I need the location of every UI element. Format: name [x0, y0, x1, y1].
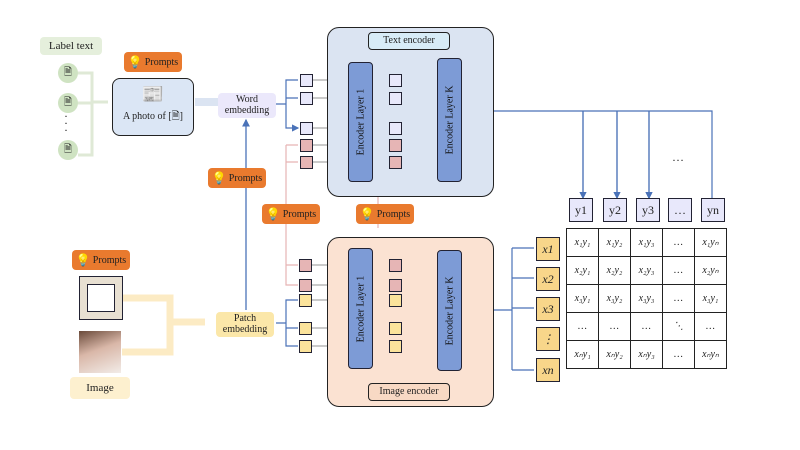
- patch-token: [389, 294, 402, 307]
- ellipsis: …: [672, 150, 684, 164]
- image-encoder-title: Image encoder: [368, 383, 450, 401]
- prompts-label: Prompts: [144, 56, 179, 68]
- prompts-badge-layer1: 💡Prompts: [262, 204, 320, 224]
- matrix-cell: …: [662, 340, 695, 369]
- matrix-cell: …: [598, 312, 631, 341]
- document-icon: 🗎: [58, 63, 78, 83]
- matrix-cell: …: [662, 256, 695, 285]
- patch-embedding-box: Patch embedding: [216, 312, 274, 337]
- prompt-token: [389, 259, 402, 272]
- y-embedding: …: [668, 198, 692, 222]
- document-icon: 🗎: [58, 93, 78, 113]
- word-embedding-box: Word embedding: [218, 93, 276, 118]
- matrix-row: ………⋱…: [566, 312, 727, 341]
- prompt-token: [389, 279, 402, 292]
- x-embedding: x3: [536, 297, 560, 321]
- lightbulb-icon: 💡: [359, 206, 375, 221]
- prompt-token: [299, 259, 312, 272]
- visual-prompt-frame: [79, 276, 123, 320]
- document-icon: 🗎: [58, 140, 78, 160]
- prompt-token: [389, 156, 402, 169]
- y-embedding: y1: [569, 198, 593, 222]
- matrix-cell: x₂y₂: [598, 256, 631, 285]
- x-embedding: x2: [536, 267, 560, 291]
- matrix-cell: x₁y₂: [598, 228, 631, 257]
- lightbulb-icon: 💡: [127, 54, 143, 69]
- text-encoder-layer-1: Encoder Layer 1: [348, 62, 373, 182]
- x-embedding: xn: [536, 358, 560, 382]
- matrix-cell: ⋱: [662, 312, 695, 341]
- text-encoder-layer-k: Encoder Layer K: [437, 58, 462, 182]
- document-icon: 🗎: [171, 111, 180, 122]
- matrix-cell: xₙy₃: [630, 340, 663, 369]
- prompts-badge-text: 💡Prompts: [124, 52, 182, 72]
- matrix-cell: xₙy₂: [598, 340, 631, 369]
- matrix-cell: xₙyₙ: [694, 340, 727, 369]
- text-encoder-title: Text encoder: [368, 32, 450, 50]
- prompt-token: [300, 156, 313, 169]
- patch-token: [389, 322, 402, 335]
- matrix-cell: x₂y₃: [630, 256, 663, 285]
- prompts-badge-layerk: 💡Prompts: [356, 204, 414, 224]
- image-label-box: Image: [70, 377, 130, 399]
- matrix-cell: x₃y₁: [566, 284, 599, 313]
- image-encoder-layer-1: Encoder Layer 1: [348, 248, 373, 369]
- matrix-cell: x₃y₁: [694, 284, 727, 313]
- text-token: [300, 122, 313, 135]
- matrix-cell: …: [630, 312, 663, 341]
- patch-token: [299, 294, 312, 307]
- lightbulb-icon: 💡: [75, 252, 91, 267]
- text-token: [389, 122, 402, 135]
- template-text: A photo of [: [123, 111, 172, 122]
- matrix-cell: …: [662, 228, 695, 257]
- prompt-token: [300, 139, 313, 152]
- label-text-box: Label text: [40, 37, 102, 55]
- text-token: [389, 74, 402, 87]
- y-embedding: yn: [701, 198, 725, 222]
- template-suffix: ]: [179, 111, 183, 122]
- x-embedding: x1: [536, 237, 560, 261]
- y-embedding: y3: [636, 198, 660, 222]
- matrix-cell: x₁yₙ: [694, 228, 727, 257]
- prompts-badge-word: 💡Prompts: [208, 168, 266, 188]
- prompts-badge-image: 💡Prompts: [72, 250, 130, 270]
- text-token: [300, 74, 313, 87]
- input-photo: [79, 331, 121, 373]
- matrix-cell: x₂y₁: [566, 256, 599, 285]
- lightbulb-icon: 💡: [265, 206, 281, 221]
- matrix-cell: xₙy₁: [566, 340, 599, 369]
- patch-token: [299, 340, 312, 353]
- x-embedding: ⋮: [536, 327, 560, 351]
- matrix-cell: …: [662, 284, 695, 313]
- text-token: [389, 92, 402, 105]
- y-embedding: y2: [603, 198, 627, 222]
- patch-token: [389, 340, 402, 353]
- lightbulb-icon: 💡: [211, 170, 227, 185]
- matrix-cell: x₃y₂: [598, 284, 631, 313]
- newspaper-icon: 📰: [141, 84, 165, 104]
- matrix-cell: x₃y₃: [630, 284, 663, 313]
- patch-token: [299, 322, 312, 335]
- prompt-token: [299, 279, 312, 292]
- prompt-template-box: 📰 A photo of [🗎]: [112, 78, 194, 136]
- prompt-token: [389, 139, 402, 152]
- image-encoder-layer-k: Encoder Layer K: [437, 250, 462, 371]
- text-token: [300, 92, 313, 105]
- matrix-cell: …: [566, 312, 599, 341]
- matrix-cell: x₂yₙ: [694, 256, 727, 285]
- matrix-cell: x₁y₁: [566, 228, 599, 257]
- matrix-cell: x₁y₃: [630, 228, 663, 257]
- vertical-ellipsis: ···: [64, 109, 68, 137]
- matrix-cell: …: [694, 312, 727, 341]
